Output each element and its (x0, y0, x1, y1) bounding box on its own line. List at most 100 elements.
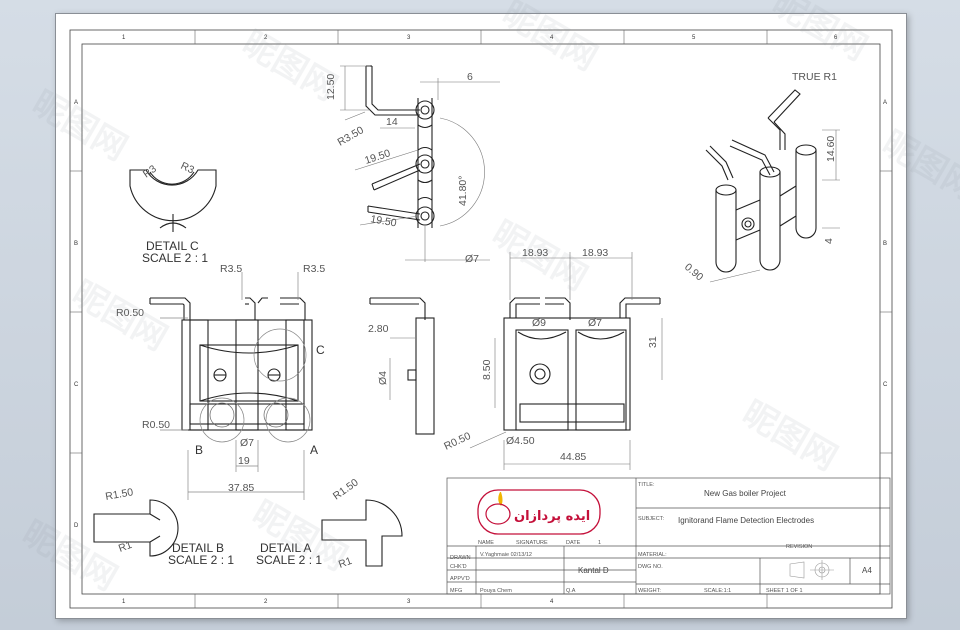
callout-a: A (310, 443, 318, 457)
detail-c-r-right: R3 (179, 160, 196, 177)
right-view-dims (469, 252, 663, 470)
tb-part: Ignitorand Flame Detection Electrodes (678, 516, 814, 525)
title-block-text: TITLE: New Gas boiler Project SUBJECT: I… (450, 482, 872, 594)
detail-b-scale: SCALE 2 : 1 (168, 553, 234, 567)
iso-dim-14-60: 14.60 (825, 136, 837, 162)
dim-r3-5-right: R3.5 (303, 263, 325, 275)
detail-b-title: DETAIL B (172, 541, 224, 555)
dim-r0-50-right: R0.50 (442, 430, 473, 453)
iso-labels: TRUE R1 14.60 4 0.90 (682, 71, 837, 284)
logo-text: ایده پردازان (514, 509, 590, 524)
top-view-labels: 12.50 6 R3.50 14 19.50 19.50 41.80° Ø7 (325, 71, 479, 265)
tb-weight-label: WEIGHT: (638, 588, 661, 594)
tb-title-label: TITLE: (638, 482, 655, 488)
dim-r0-50-bottom: R0.50 (142, 419, 170, 431)
top-view-dimensions (340, 65, 500, 262)
dim-r0-50-top: R0.50 (116, 307, 144, 319)
zone-col-4: 4 (550, 35, 554, 41)
detail-b-r1: R1 (117, 539, 134, 555)
zone-col-5: 5 (692, 35, 696, 41)
detail-a-labels: R1.50 R1 DETAIL A SCALE 2 : 1 (256, 476, 361, 570)
tb-revision-label: REVISION (786, 544, 812, 550)
side-view (369, 297, 435, 435)
tb-project: New Gas boiler Project (704, 489, 787, 498)
tb-material: Kantal D (578, 566, 609, 575)
tb-subject-label: SUBJECT: (638, 516, 664, 522)
tb-sheet-label: SHEET 1 OF 1 (766, 588, 803, 594)
detail-b-r1-50: R1.50 (104, 486, 134, 503)
dim-44-85: 44.85 (560, 451, 586, 463)
tb-name-label: NAME (478, 540, 494, 546)
dim-angle: 41.80° (457, 176, 469, 206)
dim-8-50: 8.50 (481, 359, 493, 380)
zone-row-c-right: C (883, 382, 888, 388)
iso-view (705, 89, 817, 273)
svg-text:昵图网: 昵图网 (486, 213, 594, 299)
zone-ticks (70, 30, 892, 608)
dim-18-93-a: 18.93 (522, 247, 548, 259)
svg-text:昵图网: 昵图网 (766, 0, 874, 69)
dim-19-50-b: 19.50 (369, 213, 397, 229)
iso-dim-0-90: 0.90 (682, 261, 705, 283)
dim-18-93-b: 18.93 (582, 247, 608, 259)
detail-b-labels: R1.50 R1 DETAIL B SCALE 2 : 1 (104, 486, 234, 567)
detail-c-title: DETAIL C (146, 239, 199, 253)
side-view-dims (389, 337, 415, 400)
callout-b: B (195, 443, 203, 457)
zone-row-d: D (74, 523, 79, 529)
zone-row-b: B (74, 241, 78, 247)
zone-col-2-bottom: 2 (264, 599, 268, 605)
detail-c-view (129, 169, 217, 232)
zone-col-3: 3 (407, 35, 411, 41)
tb-chkd-label: CHK'D (450, 564, 467, 570)
iso-dim-4: 4 (823, 238, 835, 244)
projection-symbol (789, 560, 834, 580)
tb-drawn-value: V.Yaghmaie 02/13/12 (480, 552, 532, 558)
dim-19-50-a: 19.50 (363, 147, 392, 167)
svg-text:昵图网: 昵图网 (736, 393, 844, 479)
detail-a-title: DETAIL A (260, 541, 311, 555)
zone-col-1-bottom: 1 (122, 599, 126, 605)
svg-text:昵图网: 昵图网 (236, 23, 344, 109)
dim-dia7-front: Ø7 (240, 437, 254, 449)
tb-size: A4 (862, 566, 872, 575)
detail-a-r1-50: R1.50 (331, 476, 361, 502)
detail-b-view (93, 499, 179, 557)
dim-r3-50: R3.50 (336, 124, 366, 148)
zone-row-a-right: A (883, 100, 887, 106)
tb-signature-label: SIGNATURE (516, 540, 548, 546)
dim-dia4-50: Ø4.50 (506, 435, 535, 447)
tb-material-label: MATERIAL: (638, 552, 667, 558)
front-view (149, 297, 313, 431)
zone-col-2: 2 (264, 35, 268, 41)
svg-text:昵图网: 昵图网 (26, 83, 134, 169)
dim-dia7-top: Ø7 (465, 253, 479, 265)
iso-true-r1: TRUE R1 (792, 71, 837, 83)
title-block (446, 477, 891, 595)
tb-scale-label: SCALE:1:1 (704, 588, 731, 594)
top-view (365, 65, 435, 228)
detail-a-r1: R1 (337, 555, 354, 571)
tb-mfg-value: Pouya Chem (480, 588, 512, 594)
dim-dia9: Ø9 (532, 317, 546, 329)
dim-37-85: 37.85 (228, 482, 254, 494)
svg-text:昵图网: 昵图网 (496, 0, 604, 79)
zone-col-1: 1 (122, 35, 126, 41)
right-view (503, 297, 661, 431)
tb-dwg-label: DWG NO. (638, 564, 663, 570)
drawing-sheet (55, 13, 907, 619)
dim-dia4-side: Ø4 (377, 371, 389, 385)
detail-a-view (321, 499, 403, 567)
zone-row-a: A (74, 100, 78, 106)
dim-2-80: 2.80 (368, 323, 389, 335)
detail-a-scale: SCALE 2 : 1 (256, 553, 322, 567)
front-view-callouts (160, 272, 311, 500)
dim-19: 19 (238, 455, 250, 467)
company-logo: ایده پردازان (477, 489, 601, 535)
zone-row-b-right: B (883, 241, 887, 247)
dim-31: 31 (647, 336, 659, 348)
dim-dia7-right: Ø7 (588, 317, 602, 329)
dim-6: 6 (467, 71, 473, 83)
